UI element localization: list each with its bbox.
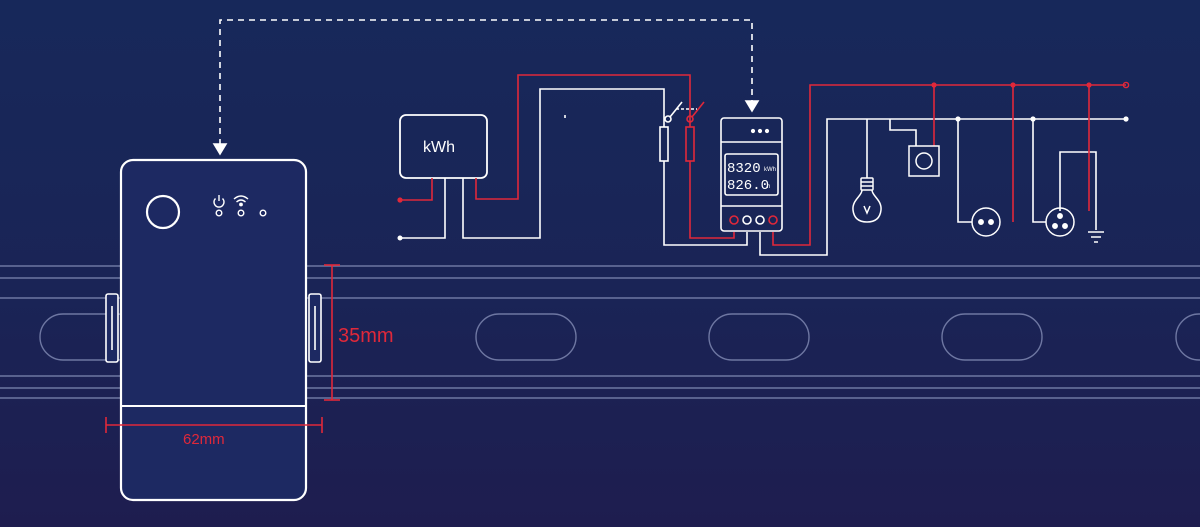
dashed-link-arrow [212,19,760,156]
rail-slot [941,313,1043,361]
led-dot-icon [259,209,267,217]
wires-white [400,88,1126,256]
wire-junction [1030,116,1036,122]
energy-meter [399,114,488,179]
rail-slot [1175,313,1200,361]
socket-icon [908,145,940,177]
wire-junction [931,82,937,88]
wifi-icon [233,195,249,207]
led-dot-icon [237,209,245,217]
height-label: 35mm [338,325,394,347]
display-unit-top: kWh [764,167,776,173]
wire-junction [955,116,961,122]
wire-terminal [397,235,403,241]
led-dot-icon [215,209,223,217]
light-bulb-icon [852,177,882,223]
outlet-2pin-icon [971,207,1001,237]
width-label: 62mm [183,431,225,448]
power-icon [213,195,225,208]
smart-meter [720,117,783,232]
width-dimension [105,417,323,433]
wire-terminal [1123,116,1129,122]
display-reading-bottom: 826.0 [727,178,769,194]
wire-terminal [397,197,403,203]
display-unit-bottom: h [767,184,770,190]
side-clip-left [105,293,119,363]
outlet-3pin-icon [1045,207,1075,237]
wire-junction [1010,82,1016,88]
switch-icon [659,101,705,162]
device-button[interactable] [145,194,181,230]
rail-slot [708,313,810,361]
side-clip-right [308,293,322,363]
height-dimension [324,264,340,401]
display-reading-top: 8320 [727,161,761,177]
rail-slot [475,313,577,361]
device-body [105,158,322,502]
wire-terminal [1122,81,1130,89]
wires-red [400,74,1126,246]
wire-junction [1086,82,1092,88]
ground-icon [1088,231,1104,243]
meter-label: kWh [423,139,455,156]
